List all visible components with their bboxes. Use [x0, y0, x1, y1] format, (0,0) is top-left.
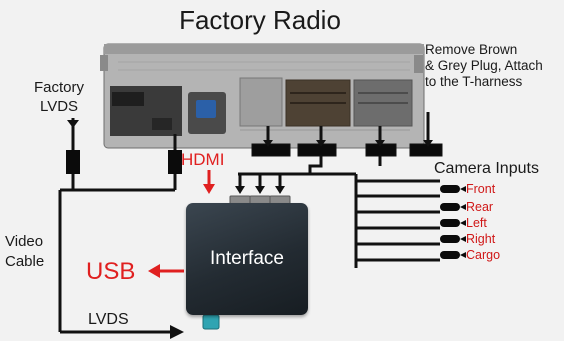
- interface-label: Interface: [210, 248, 284, 269]
- usb-arrow-head: [148, 264, 160, 278]
- factory-lvds-label: Factory LVDS: [34, 79, 85, 115]
- camera-rca-plugs: [440, 185, 466, 259]
- lvds-plug-right: [168, 150, 182, 174]
- usb-label: USB: [86, 258, 136, 285]
- lvds-arrow: [170, 325, 184, 339]
- hdmi-label: HDMI: [181, 150, 225, 169]
- diagram-title: Factory Radio: [179, 5, 341, 35]
- harness-wires: [238, 156, 440, 268]
- interface-input-arrows: [235, 186, 285, 194]
- plug-arrowheads: [263, 140, 433, 147]
- camera-label-cargo: Cargo: [466, 248, 501, 262]
- t-harness-plugs: [251, 112, 443, 157]
- factory-lvds-arrow: [67, 120, 79, 128]
- camera-label-left: Left: [466, 216, 487, 230]
- remove-plug-note: Remove Brown & Grey Plug, Attach to the …: [425, 42, 543, 89]
- interface-port: [202, 314, 220, 330]
- camera-label-right: Right: [466, 232, 496, 246]
- blue-connector: [196, 100, 216, 118]
- interface-box: Interface: [186, 203, 308, 315]
- lvds-label: LVDS: [88, 311, 129, 328]
- camera-label-front: Front: [466, 182, 496, 196]
- camera-label-rear: Rear: [466, 200, 494, 214]
- lvds-plug-left: [66, 150, 80, 174]
- factory-radio-unit: [100, 43, 425, 149]
- camera-inputs-label: Camera Inputs: [434, 160, 539, 177]
- hdmi-arrow-head: [203, 184, 215, 194]
- video-cable-label: Video Cable: [5, 233, 45, 270]
